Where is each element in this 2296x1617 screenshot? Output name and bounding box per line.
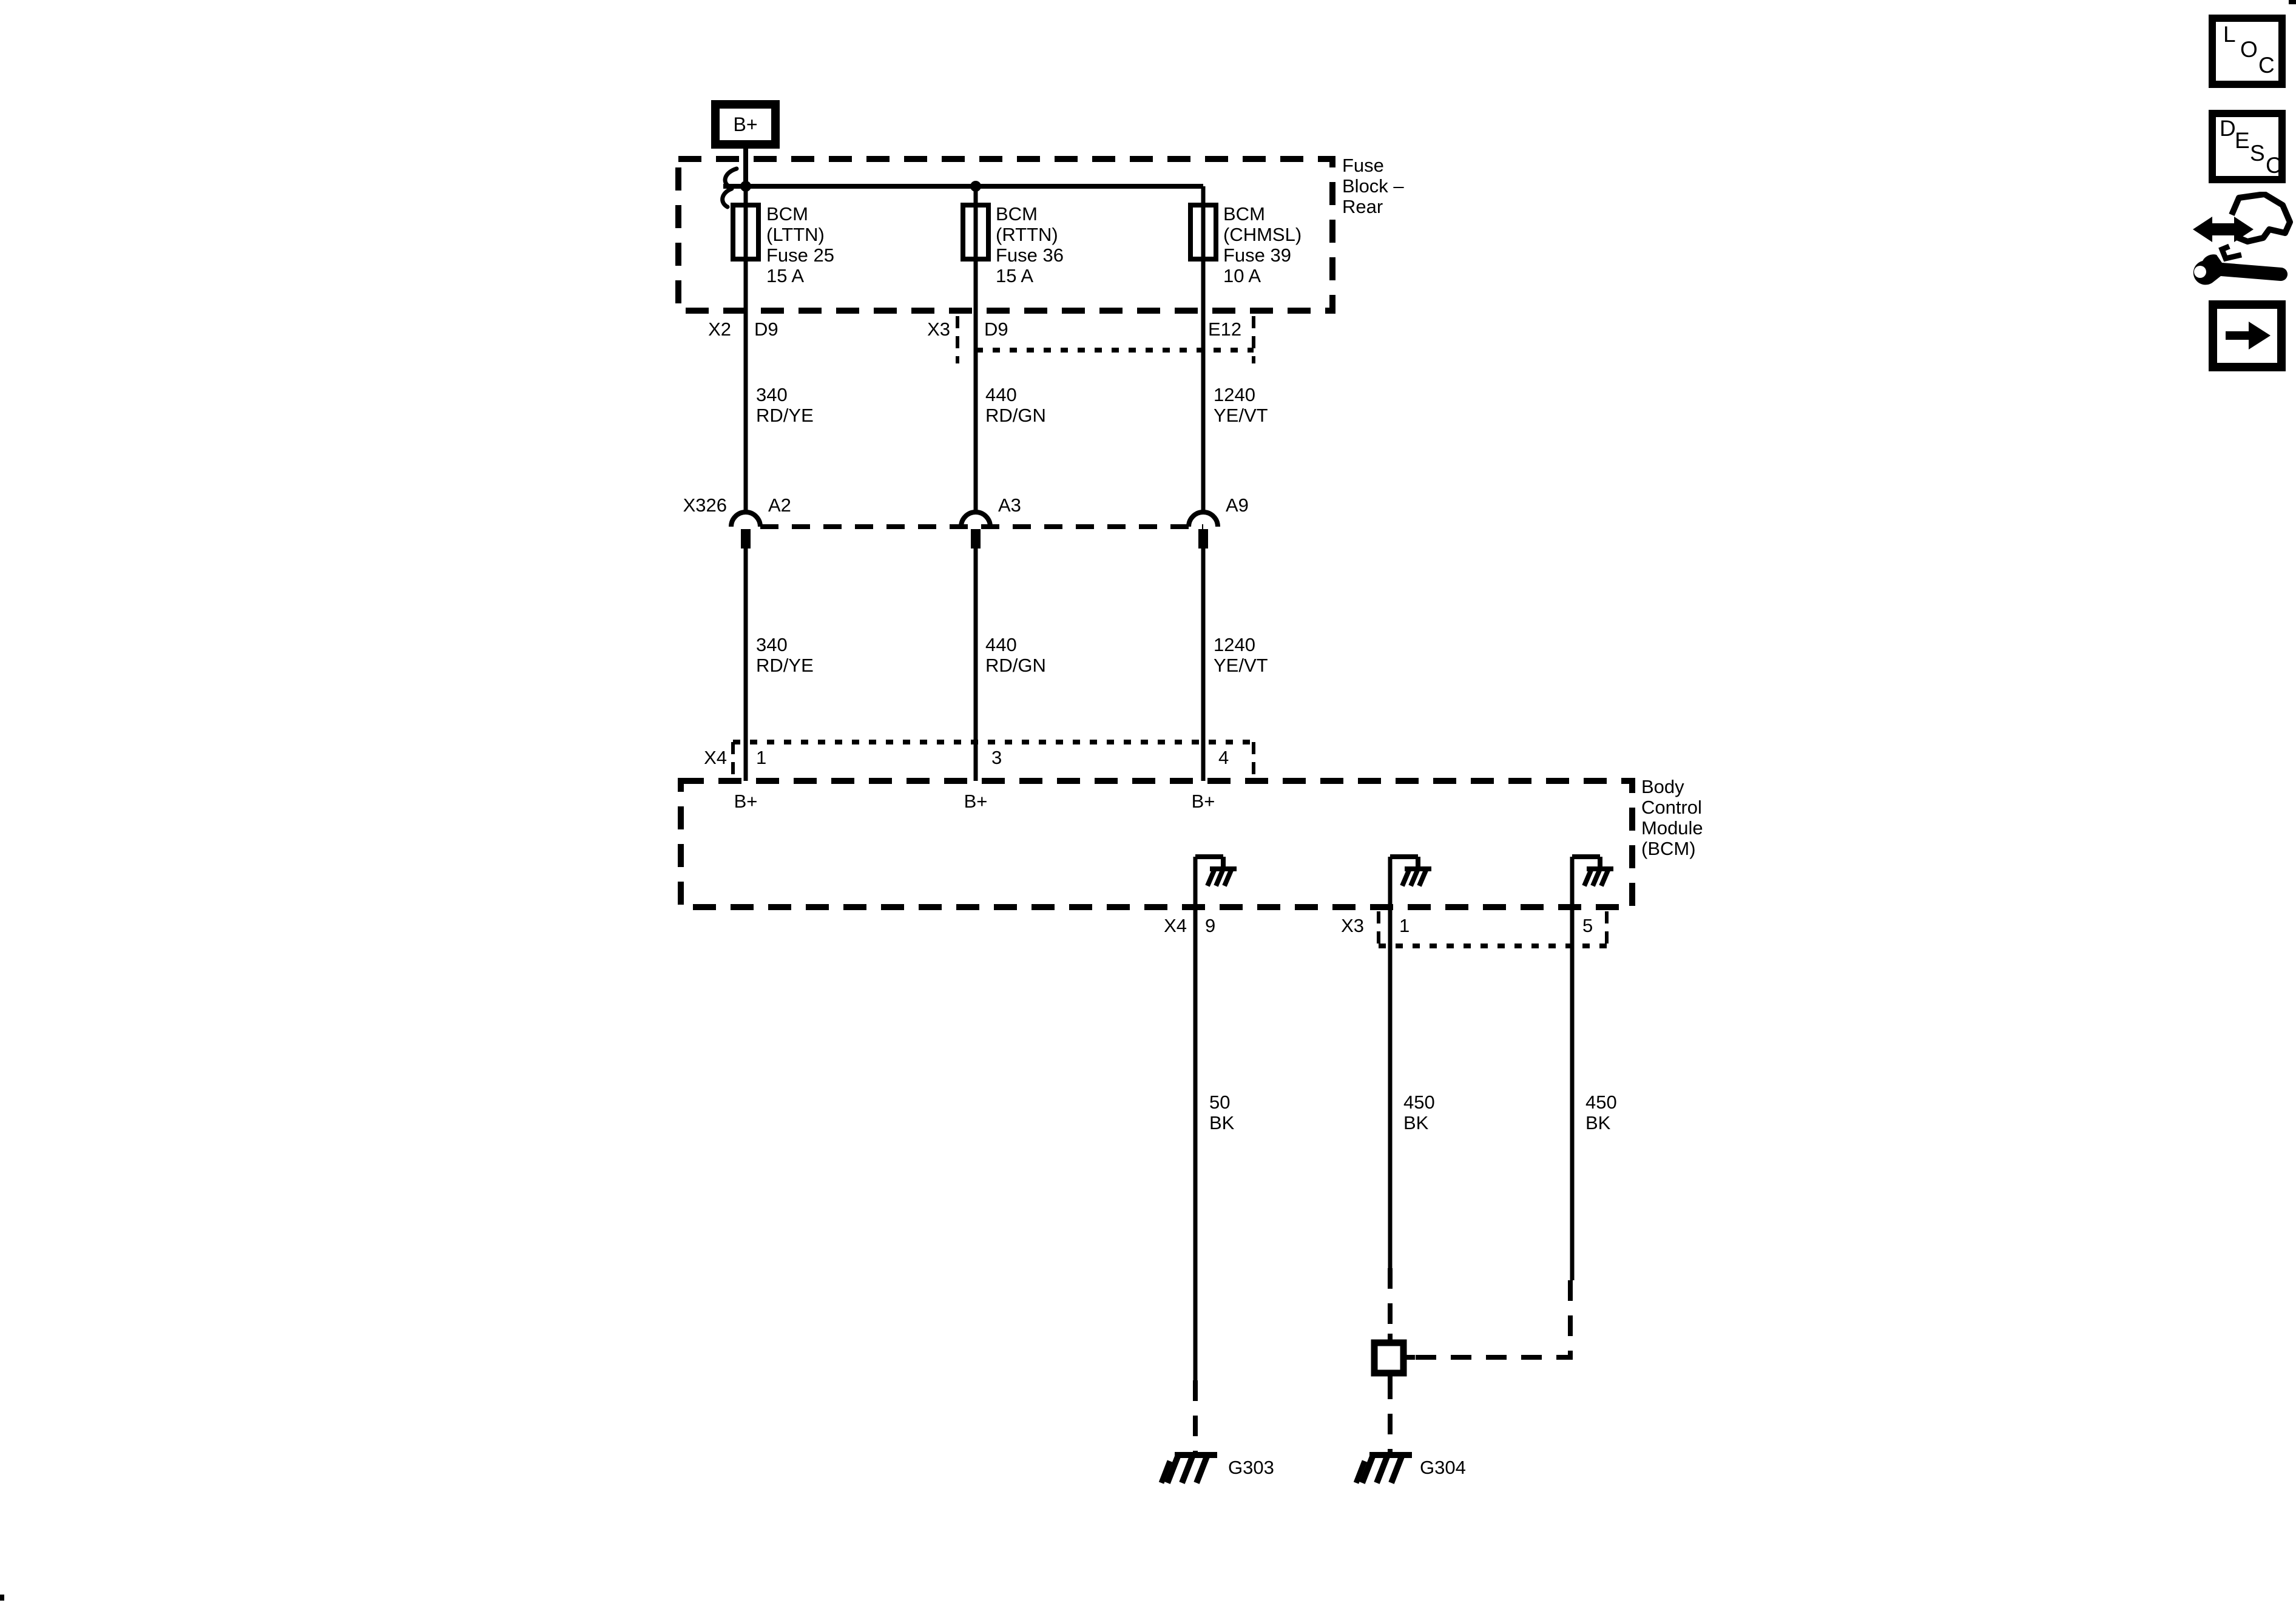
next-page-button[interactable] <box>2209 300 2286 371</box>
x326-terminal-pin-3 <box>1198 529 1208 549</box>
pin-a9-label: A9 <box>1226 495 1249 516</box>
fuse-25-label: BCM (LTTN) Fuse 25 15 A <box>766 203 835 286</box>
connector-x4-out-label: X4 <box>1164 915 1187 936</box>
ground-g303-symbol <box>1158 1452 1217 1484</box>
pin-d9-label-1: D9 <box>754 319 778 340</box>
ground-g304-symbol <box>1353 1452 1412 1484</box>
pin-a2-label: A2 <box>768 495 791 516</box>
bcm-signal-bplus-1: B+ <box>734 791 758 812</box>
bcm-signal-bplus-2: B+ <box>964 791 988 812</box>
battery-positive-box: B+ <box>711 100 780 149</box>
pin-4-label: 4 <box>1218 747 1229 768</box>
loc-button[interactable]: L O C <box>2209 15 2286 88</box>
pin-d9-label-2: D9 <box>984 319 1008 340</box>
desc-letter-c: C <box>2266 153 2282 178</box>
pin-a3-label: A3 <box>998 495 1021 516</box>
hose-notch-glyph <box>2218 243 2243 262</box>
wrench-glyph <box>2193 254 2288 285</box>
x326-terminal-arc-3 <box>1186 510 1220 527</box>
desc-button[interactable]: D E S C <box>2209 110 2286 183</box>
x326-terminal-pin-2 <box>971 529 981 549</box>
repair-info-button[interactable] <box>2189 191 2296 289</box>
battery-positive-label: B+ <box>733 113 758 135</box>
pin-5-out-label: 5 <box>1582 915 1593 936</box>
pin-1-out-label: 1 <box>1399 915 1410 936</box>
fuse-25-symbol <box>731 203 761 262</box>
pin-e12-label: E12 <box>1208 319 1242 340</box>
x326-terminal-pin-1 <box>741 529 751 549</box>
pin-9-label: 9 <box>1205 915 1216 936</box>
x326-terminal-arc-2 <box>959 510 993 527</box>
fuse-39-label: BCM (CHMSL) Fuse 39 10 A <box>1223 203 1302 286</box>
right-arrow-icon <box>2226 322 2271 349</box>
connector-x326-label: X326 <box>683 495 727 516</box>
desc-letter-d: D <box>2220 116 2236 141</box>
connector-x4-in-label: X4 <box>704 747 727 768</box>
bcm-signal-bplus-3: B+ <box>1191 791 1215 812</box>
loc-letter-l: L <box>2223 22 2236 47</box>
desc-letter-e: E <box>2235 128 2250 153</box>
connector-x2-label: X2 <box>708 319 731 340</box>
bcm-box <box>678 778 1635 910</box>
bcm-title: Body Control Module (BCM) <box>1641 776 1703 859</box>
wire-450-bk-b-dashed <box>1414 1280 1573 1360</box>
pin-1-label: 1 <box>756 747 767 768</box>
scan-artifact-bottom-left <box>0 1595 4 1601</box>
fuse-36-label: BCM (RTTN) Fuse 36 15 A <box>996 203 1064 286</box>
splice-connector <box>1371 1339 1407 1377</box>
junction-dot-1 <box>740 181 751 192</box>
fuse-39-symbol <box>1188 203 1218 262</box>
ground-g303-label: G303 <box>1228 1457 1274 1478</box>
fuse-block-box <box>675 156 1335 314</box>
desc-letter-s: S <box>2250 141 2265 166</box>
connector-x3-out-label: X3 <box>1341 915 1364 936</box>
x326-terminal-arc-1 <box>729 510 763 527</box>
ground-g304-label: G304 <box>1420 1457 1466 1478</box>
wrench-arrows-icon <box>2193 191 2293 285</box>
wrench-jaw-cutout <box>2194 266 2206 278</box>
scan-artifact-top-right <box>2289 0 2296 4</box>
fuse-36-symbol <box>961 203 991 262</box>
loc-letter-o: O <box>2240 37 2258 62</box>
hose-outline-glyph <box>2229 191 2293 245</box>
junction-dot-2 <box>970 181 981 192</box>
fuse-block-title: Fuse Block – Rear <box>1342 155 1404 217</box>
pin-3-label: 3 <box>991 747 1002 768</box>
bcm-internal-grounds <box>1195 854 1613 887</box>
loc-letter-c: C <box>2258 53 2275 78</box>
feed-continuation-symbol <box>720 166 739 209</box>
connector-x3-label: X3 <box>927 319 950 340</box>
